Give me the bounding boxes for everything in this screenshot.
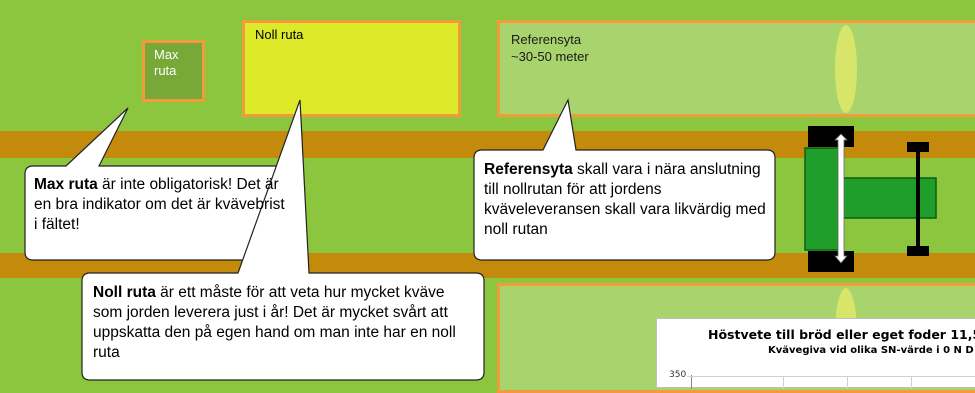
callout-noll-bold: Noll ruta: [93, 284, 156, 301]
callout-ref-bold: Referensyta: [484, 161, 573, 178]
chart-subtitle: Kvävegiva vid olika SN-värde i 0 N D: [768, 345, 974, 356]
callout-ref-text: Referensyta skall vara i nära anslutning…: [484, 160, 766, 240]
tractor-icon: [804, 126, 937, 272]
noll-ruta-plot: Noll ruta: [242, 20, 461, 117]
chart-panel: Höstvete till bröd eller eget foder 11,5…: [656, 318, 975, 389]
callout-noll-bubble: [81, 99, 485, 381]
width-arrow-icon: [834, 133, 848, 264]
callout-ref-bubble: [473, 98, 776, 261]
callout-ref-body: skall vara i nära anslutning till nollru…: [484, 161, 766, 238]
callout-noll-text: Noll ruta är ett måste för att veta hur …: [93, 283, 478, 363]
tractor-cab: [804, 147, 842, 251]
max-ruta-label-line1: Max: [154, 47, 179, 62]
chart-gridline: [687, 376, 975, 377]
callout-max-text: Max ruta är inte obligatorisk! Det är en…: [34, 175, 292, 235]
callout-noll-body: är ett måste för att veta hur mycket kvä…: [93, 284, 456, 361]
chart-title: Höstvete till bröd eller eget foder 11,5: [708, 327, 975, 342]
reference-plot-distance: ~30-50 meter: [511, 49, 589, 64]
reference-plot-label: Referensyta ~30-50 meter: [511, 31, 589, 65]
callout-max-bubble: [24, 98, 776, 381]
chart-y-axis: [691, 375, 692, 389]
callout-max-body: är inte obligatorisk! Det är en bra indi…: [34, 176, 285, 233]
max-ruta-label-line2: ruta: [154, 63, 177, 78]
tractor-front-wheel-bottom: [907, 246, 929, 256]
reference-plot-top: Referensyta ~30-50 meter: [497, 20, 975, 117]
reference-marker-oval: [835, 25, 857, 113]
reference-plot-title: Referensyta: [511, 32, 582, 47]
noll-ruta-label: Noll ruta: [255, 27, 304, 42]
tractor-front-wheel-top: [907, 142, 929, 152]
tractor-front-axle: [916, 152, 920, 246]
chart-y-tick-label: 350: [669, 370, 687, 380]
max-ruta-plot: Max ruta: [142, 40, 205, 102]
callout-max-bold: Max ruta: [34, 176, 98, 193]
